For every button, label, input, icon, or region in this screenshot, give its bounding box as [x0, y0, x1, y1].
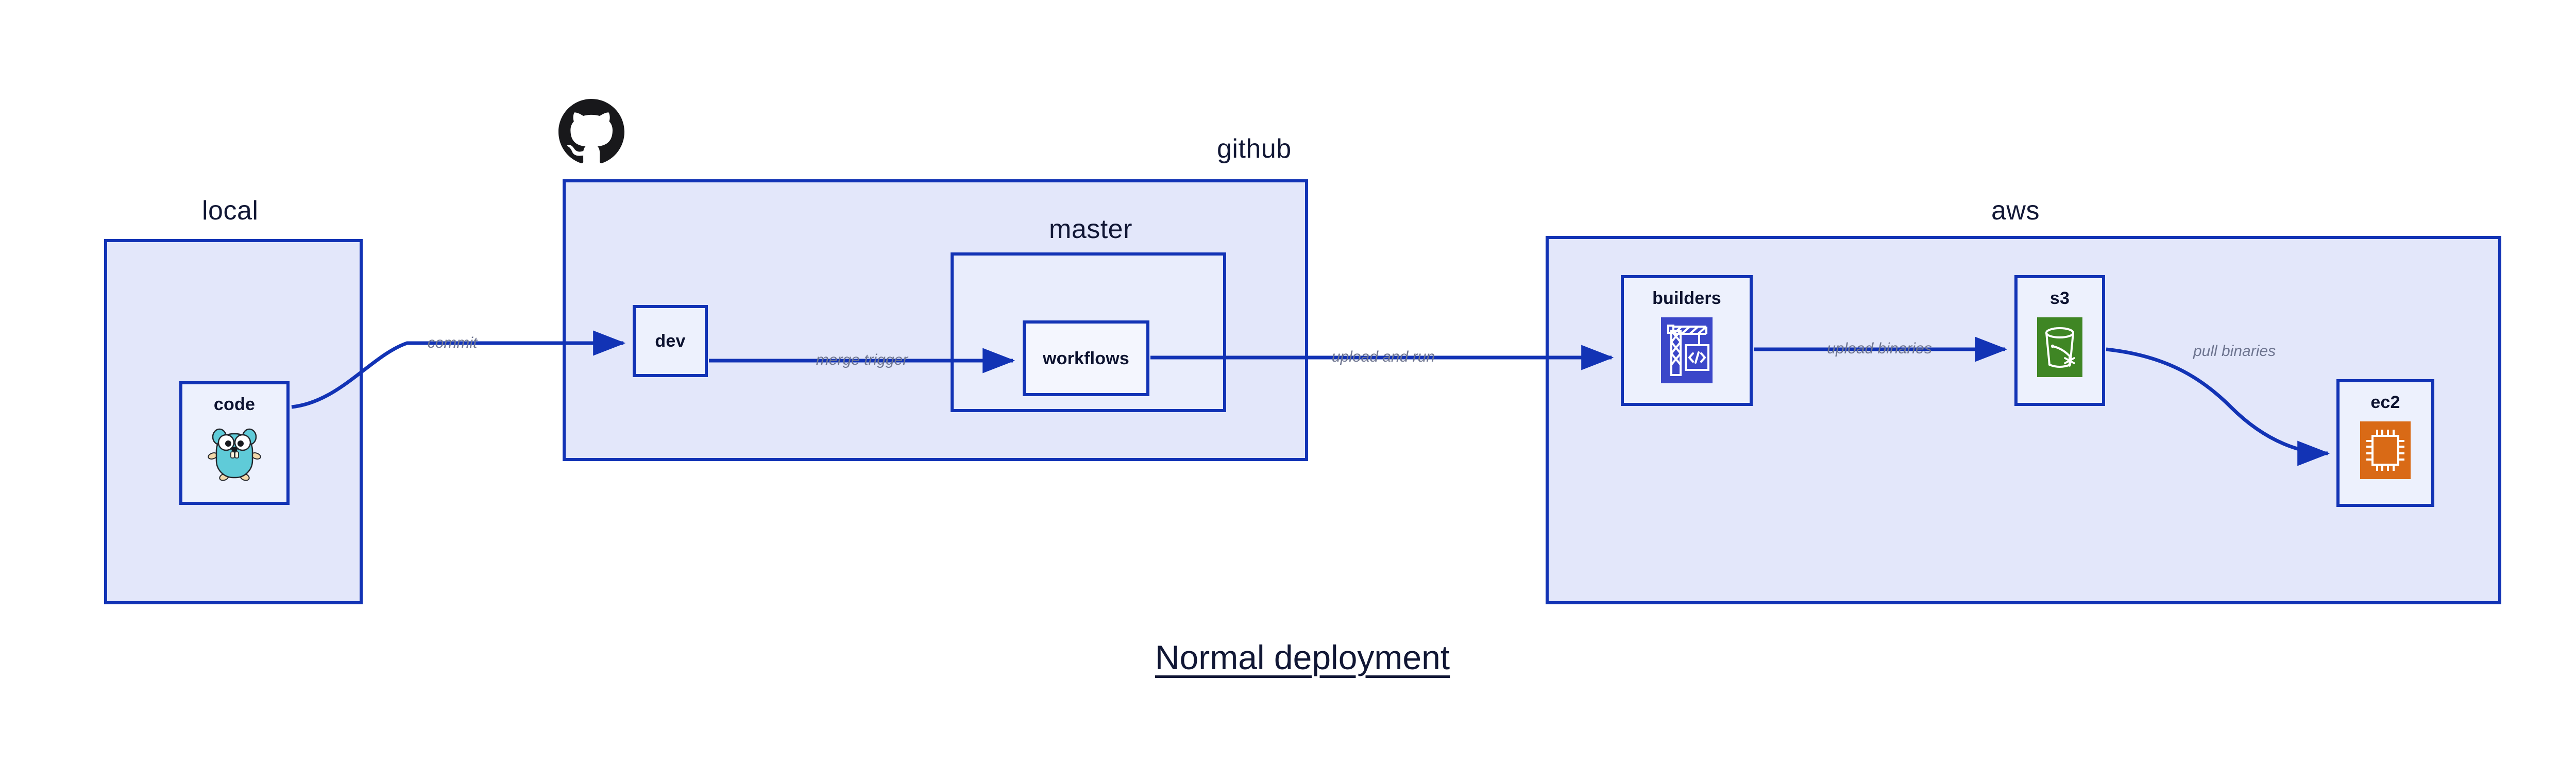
node-workflows[interactable]: workflows: [1023, 320, 1149, 396]
aws-s3-bucket-icon: [2037, 317, 2082, 380]
edge-label-upload-binaries: upload binaries: [1827, 340, 1932, 357]
node-code-label: code: [213, 395, 256, 414]
group-master-label: master: [1049, 214, 1132, 244]
aws-codebuild-icon: [1661, 317, 1713, 386]
node-ec2[interactable]: ec2: [2336, 379, 2434, 507]
node-code[interactable]: code: [179, 381, 290, 505]
group-github-label: github: [1217, 134, 1292, 164]
group-aws-label: aws: [1991, 196, 2040, 226]
edge-label-commit: commit: [427, 334, 478, 351]
node-dev-label: dev: [655, 331, 686, 351]
aws-ec2-chip-icon: [2360, 421, 2411, 482]
edge-label-upload-and-run: upload and run: [1331, 348, 1435, 365]
node-workflows-label: workflows: [1042, 348, 1130, 368]
go-gopher-icon: [206, 423, 263, 484]
node-s3-label: s3: [2049, 288, 2070, 308]
github-octocat-logo: [558, 99, 624, 165]
diagram-title: Normal deployment: [1155, 638, 1450, 676]
node-s3[interactable]: s3: [2014, 275, 2105, 406]
edge-label-pull-binaries: pull binaries: [2193, 343, 2276, 360]
node-builders-label: builders: [1652, 288, 1721, 308]
node-builders[interactable]: builders: [1621, 275, 1753, 406]
group-local-label: local: [202, 196, 259, 226]
node-dev[interactable]: dev: [633, 305, 708, 377]
node-ec2-label: ec2: [2370, 393, 2400, 412]
edge-label-merge-trigger: merge trigger: [816, 351, 908, 368]
